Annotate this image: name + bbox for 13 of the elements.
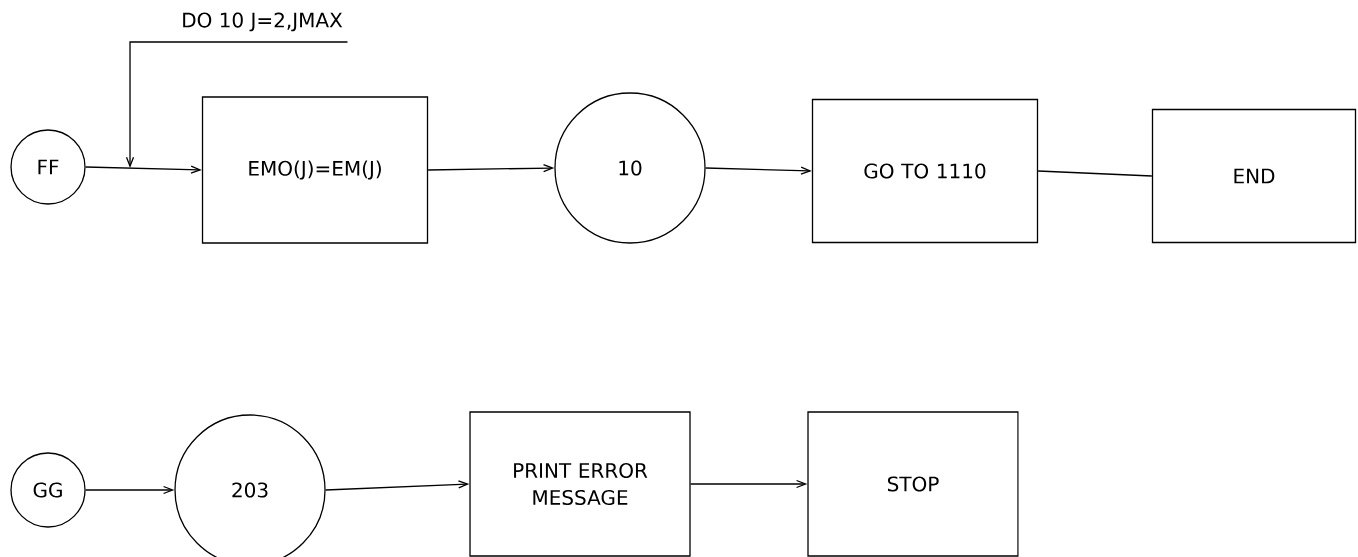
process-box: GO TO 1110: [811, 98, 1039, 244]
arrow: [125, 41, 349, 168]
terminal-box: END: [1151, 108, 1357, 244]
arrow: [325, 480, 470, 491]
process-box: EMO(J)=EM(J): [201, 96, 429, 244]
arrow: [427, 164, 555, 173]
process-box: PRINT ERROR MESSAGE: [469, 411, 691, 557]
arrow: [85, 485, 175, 495]
process-box: STOP: [807, 411, 1019, 557]
arrow: [690, 479, 808, 489]
loop-label: DO 10 J=2,JMAX: [183, 12, 343, 32]
arrow: [705, 166, 812, 175]
arrow: [85, 165, 202, 174]
